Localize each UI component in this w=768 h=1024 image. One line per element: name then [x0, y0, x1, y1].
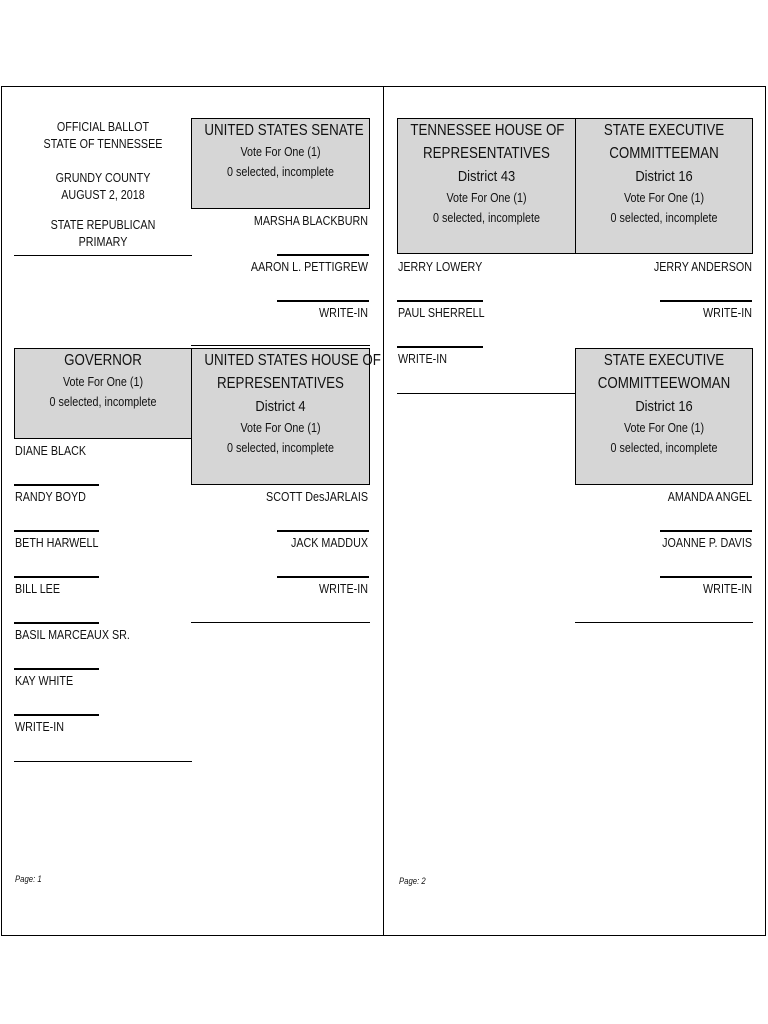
selection-status: 0 selected, incomplete	[610, 211, 718, 225]
vote-instruction: Vote For One (1)	[446, 191, 527, 205]
header-line-5: STATE REPUBLICAN PRIMARY	[50, 218, 156, 249]
race-district: District 4	[255, 398, 306, 415]
write-in-label[interactable]: WRITE-IN	[319, 582, 368, 596]
vote-oval[interactable]	[14, 622, 99, 624]
race-tn-house-header: TENNESSEE HOUSE OF REPRESENTATIVES Distr…	[397, 118, 576, 254]
ballot-header: OFFICIAL BALLOT STATE OF TENNESSEE GRUND…	[14, 119, 192, 251]
vote-instruction: Vote For One (1)	[623, 421, 705, 435]
vote-instruction: Vote For One (1)	[240, 145, 321, 159]
race-district: District 16	[635, 398, 693, 415]
write-in-line[interactable]	[575, 622, 753, 623]
write-in-label[interactable]: WRITE-IN	[15, 720, 64, 734]
vote-oval[interactable]	[397, 300, 483, 302]
race-title-line-2: REPRESENTATIVES	[423, 145, 550, 162]
vote-oval[interactable]	[14, 530, 99, 532]
write-in-line[interactable]	[191, 622, 370, 623]
header-line-2: STATE OF TENNESSEE	[43, 137, 163, 151]
candidate-randy-boyd[interactable]: RANDY BOYD	[15, 490, 86, 504]
race-us-senate-header: UNITED STATES SENATE Vote For One (1) 0 …	[191, 118, 370, 209]
vote-oval[interactable]	[660, 300, 752, 302]
write-in-label[interactable]: WRITE-IN	[398, 352, 447, 366]
race-title-line-2: COMMITTEEMAN	[609, 145, 719, 162]
race-title-line-1: UNITED STATES HOUSE OF	[204, 352, 381, 369]
candidate-diane-black[interactable]: DIANE BLACK	[15, 444, 87, 458]
selection-status: 0 selected, incomplete	[610, 441, 718, 455]
page-number-2: Page: 2	[399, 876, 426, 886]
header-line-1: OFFICIAL BALLOT	[56, 120, 150, 134]
vote-oval[interactable]	[277, 576, 369, 578]
vote-oval[interactable]	[14, 714, 99, 716]
write-in-label[interactable]: WRITE-IN	[703, 582, 752, 596]
candidate-amanda-angel[interactable]: AMANDA ANGEL	[667, 490, 752, 504]
candidate-jerry-anderson[interactable]: JERRY ANDERSON	[653, 260, 752, 274]
write-in-label[interactable]: WRITE-IN	[319, 306, 368, 320]
selection-status: 0 selected, incomplete	[433, 211, 540, 225]
vote-instruction: Vote For One (1)	[240, 421, 321, 435]
vote-instruction: Vote For One (1)	[623, 191, 705, 205]
write-in-line[interactable]	[397, 393, 576, 394]
vote-oval[interactable]	[660, 576, 752, 578]
race-title: GOVERNOR	[64, 352, 142, 369]
vote-oval[interactable]	[14, 484, 99, 486]
race-title-line-1: STATE EXECUTIVE	[603, 122, 725, 139]
page-number-1: Page: 1	[15, 874, 42, 884]
candidate-marsha-blackburn[interactable]: MARSHA BLACKBURN	[253, 214, 368, 228]
vote-oval[interactable]	[660, 530, 752, 532]
race-committeewoman-header: STATE EXECUTIVE COMMITTEEWOMAN District …	[575, 348, 753, 485]
candidate-jerry-lowery[interactable]: JERRY LOWERY	[398, 260, 483, 274]
candidate-bill-lee[interactable]: BILL LEE	[15, 582, 61, 596]
race-district: District 16	[635, 168, 693, 185]
candidate-joanne-davis[interactable]: JOANNE P. DAVIS	[662, 536, 752, 550]
vote-oval[interactable]	[277, 530, 369, 532]
vote-oval[interactable]	[14, 668, 99, 670]
vote-oval[interactable]	[397, 346, 483, 348]
write-in-line[interactable]	[14, 761, 192, 762]
vote-oval[interactable]	[277, 254, 369, 256]
selection-status: 0 selected, incomplete	[49, 395, 157, 409]
race-us-house-header: UNITED STATES HOUSE OF REPRESENTATIVES D…	[191, 348, 381, 485]
candidate-kay-white[interactable]: KAY WHITE	[15, 674, 74, 688]
vote-oval[interactable]	[277, 300, 369, 302]
race-district: District 43	[457, 168, 516, 185]
race-title: UNITED STATES SENATE	[204, 122, 364, 139]
race-committeeman-header: STATE EXECUTIVE COMMITTEEMAN District 16…	[575, 118, 753, 254]
selection-status: 0 selected, incomplete	[227, 441, 334, 455]
header-line-3: GRUNDY COUNTY	[55, 171, 151, 185]
vote-instruction: Vote For One (1)	[62, 375, 144, 389]
candidate-beth-harwell[interactable]: BETH HARWELL	[15, 536, 99, 550]
candidate-aaron-pettigrew[interactable]: AARON L. PETTIGREW	[250, 260, 368, 274]
race-governor-header: GOVERNOR Vote For One (1) 0 selected, in…	[14, 348, 192, 439]
vote-oval[interactable]	[14, 576, 99, 578]
write-in-line[interactable]	[191, 345, 370, 346]
selection-status: 0 selected, incomplete	[227, 165, 334, 179]
candidate-scott-desjarlais[interactable]: SCOTT DesJARLAIS	[266, 490, 368, 504]
candidate-jack-maddux[interactable]: JACK MADDUX	[290, 536, 368, 550]
race-title-line-2: REPRESENTATIVES	[217, 375, 344, 392]
race-title-line-1: STATE EXECUTIVE	[603, 352, 725, 369]
write-in-label[interactable]: WRITE-IN	[703, 306, 752, 320]
race-title-line-2: COMMITTEEWOMAN	[597, 375, 731, 392]
race-title-line-1: TENNESSEE HOUSE OF	[410, 122, 565, 139]
candidate-paul-sherrell[interactable]: PAUL SHERRELL	[398, 306, 485, 320]
candidate-basil-marceaux[interactable]: BASIL MARCEAUX SR.	[15, 628, 130, 642]
page-divider	[383, 86, 384, 936]
header-line-4: AUGUST 2, 2018	[61, 188, 145, 202]
header-rule	[14, 255, 192, 256]
